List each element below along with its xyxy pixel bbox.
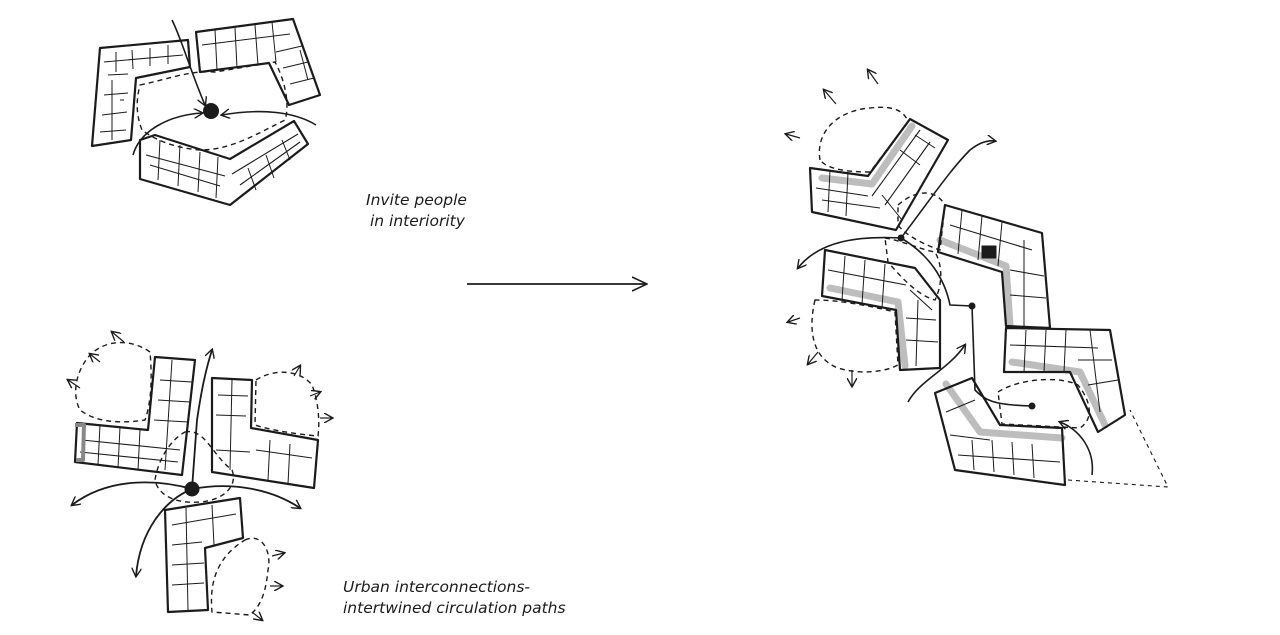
open-space-boundary xyxy=(818,106,909,173)
building-block xyxy=(90,38,192,148)
building-block xyxy=(138,119,310,207)
path-node xyxy=(897,234,905,242)
caption-urban: Urban interconnections- intertwined circ… xyxy=(343,577,566,619)
outward-arrow xyxy=(90,354,101,362)
circulation-path xyxy=(900,141,995,239)
circulation-path xyxy=(136,488,193,576)
open-space-boundary xyxy=(74,341,152,423)
open-space-boundary xyxy=(811,299,899,373)
path-node xyxy=(968,302,976,310)
outward-arrow xyxy=(271,553,284,556)
outward-arrow xyxy=(251,612,262,620)
outward-arrow xyxy=(868,70,879,85)
open-space-boundary xyxy=(154,431,235,503)
path-node xyxy=(1028,402,1036,410)
building-block xyxy=(936,203,1052,330)
flow-arrow xyxy=(132,113,202,156)
flow-arrow xyxy=(222,112,317,126)
sketch-urban xyxy=(68,332,332,620)
sketch-interiority xyxy=(90,17,322,207)
caption-urban-line2: intertwined circulation paths xyxy=(343,599,566,617)
outward-arrow xyxy=(309,392,320,396)
outward-arrow xyxy=(788,318,801,322)
outward-arrow xyxy=(112,332,125,343)
building-block xyxy=(163,496,245,614)
caption-urban-line1: Urban interconnections- xyxy=(343,578,530,596)
circulation-path xyxy=(191,350,212,490)
corridor-shading xyxy=(818,122,1109,442)
flow-arrow xyxy=(171,19,205,105)
circulation-path xyxy=(72,481,193,505)
building-block xyxy=(820,248,942,372)
outward-arrow xyxy=(824,90,837,105)
open-space-boundary xyxy=(210,537,270,616)
sketch-combined xyxy=(786,70,1169,488)
caption-interiority: Invite people in interiority xyxy=(366,190,467,232)
outward-arrow xyxy=(808,351,819,364)
building-block xyxy=(210,376,320,490)
open-space-boundary xyxy=(254,371,320,437)
circulation-path xyxy=(907,345,965,403)
outward-arrow xyxy=(786,134,801,138)
building-block xyxy=(73,355,197,477)
center-node xyxy=(184,481,200,497)
courtyard-boundary xyxy=(136,61,288,151)
open-space-boundary xyxy=(897,192,946,251)
building-block xyxy=(194,17,322,107)
building-block xyxy=(808,117,950,232)
open-space-boundary xyxy=(997,378,1090,429)
outward-arrow xyxy=(68,380,81,388)
circulation-path xyxy=(798,236,902,268)
caption-interiority-line1: Invite people xyxy=(366,191,467,209)
caption-interiority-line2: in interiority xyxy=(370,212,465,230)
outward-arrow xyxy=(294,366,300,377)
center-node xyxy=(203,103,219,119)
circulation-path xyxy=(900,237,1033,407)
site-boundary xyxy=(1067,409,1169,488)
circulation-path xyxy=(1060,422,1094,476)
circulation-path xyxy=(191,485,300,508)
building-block xyxy=(1002,326,1127,434)
